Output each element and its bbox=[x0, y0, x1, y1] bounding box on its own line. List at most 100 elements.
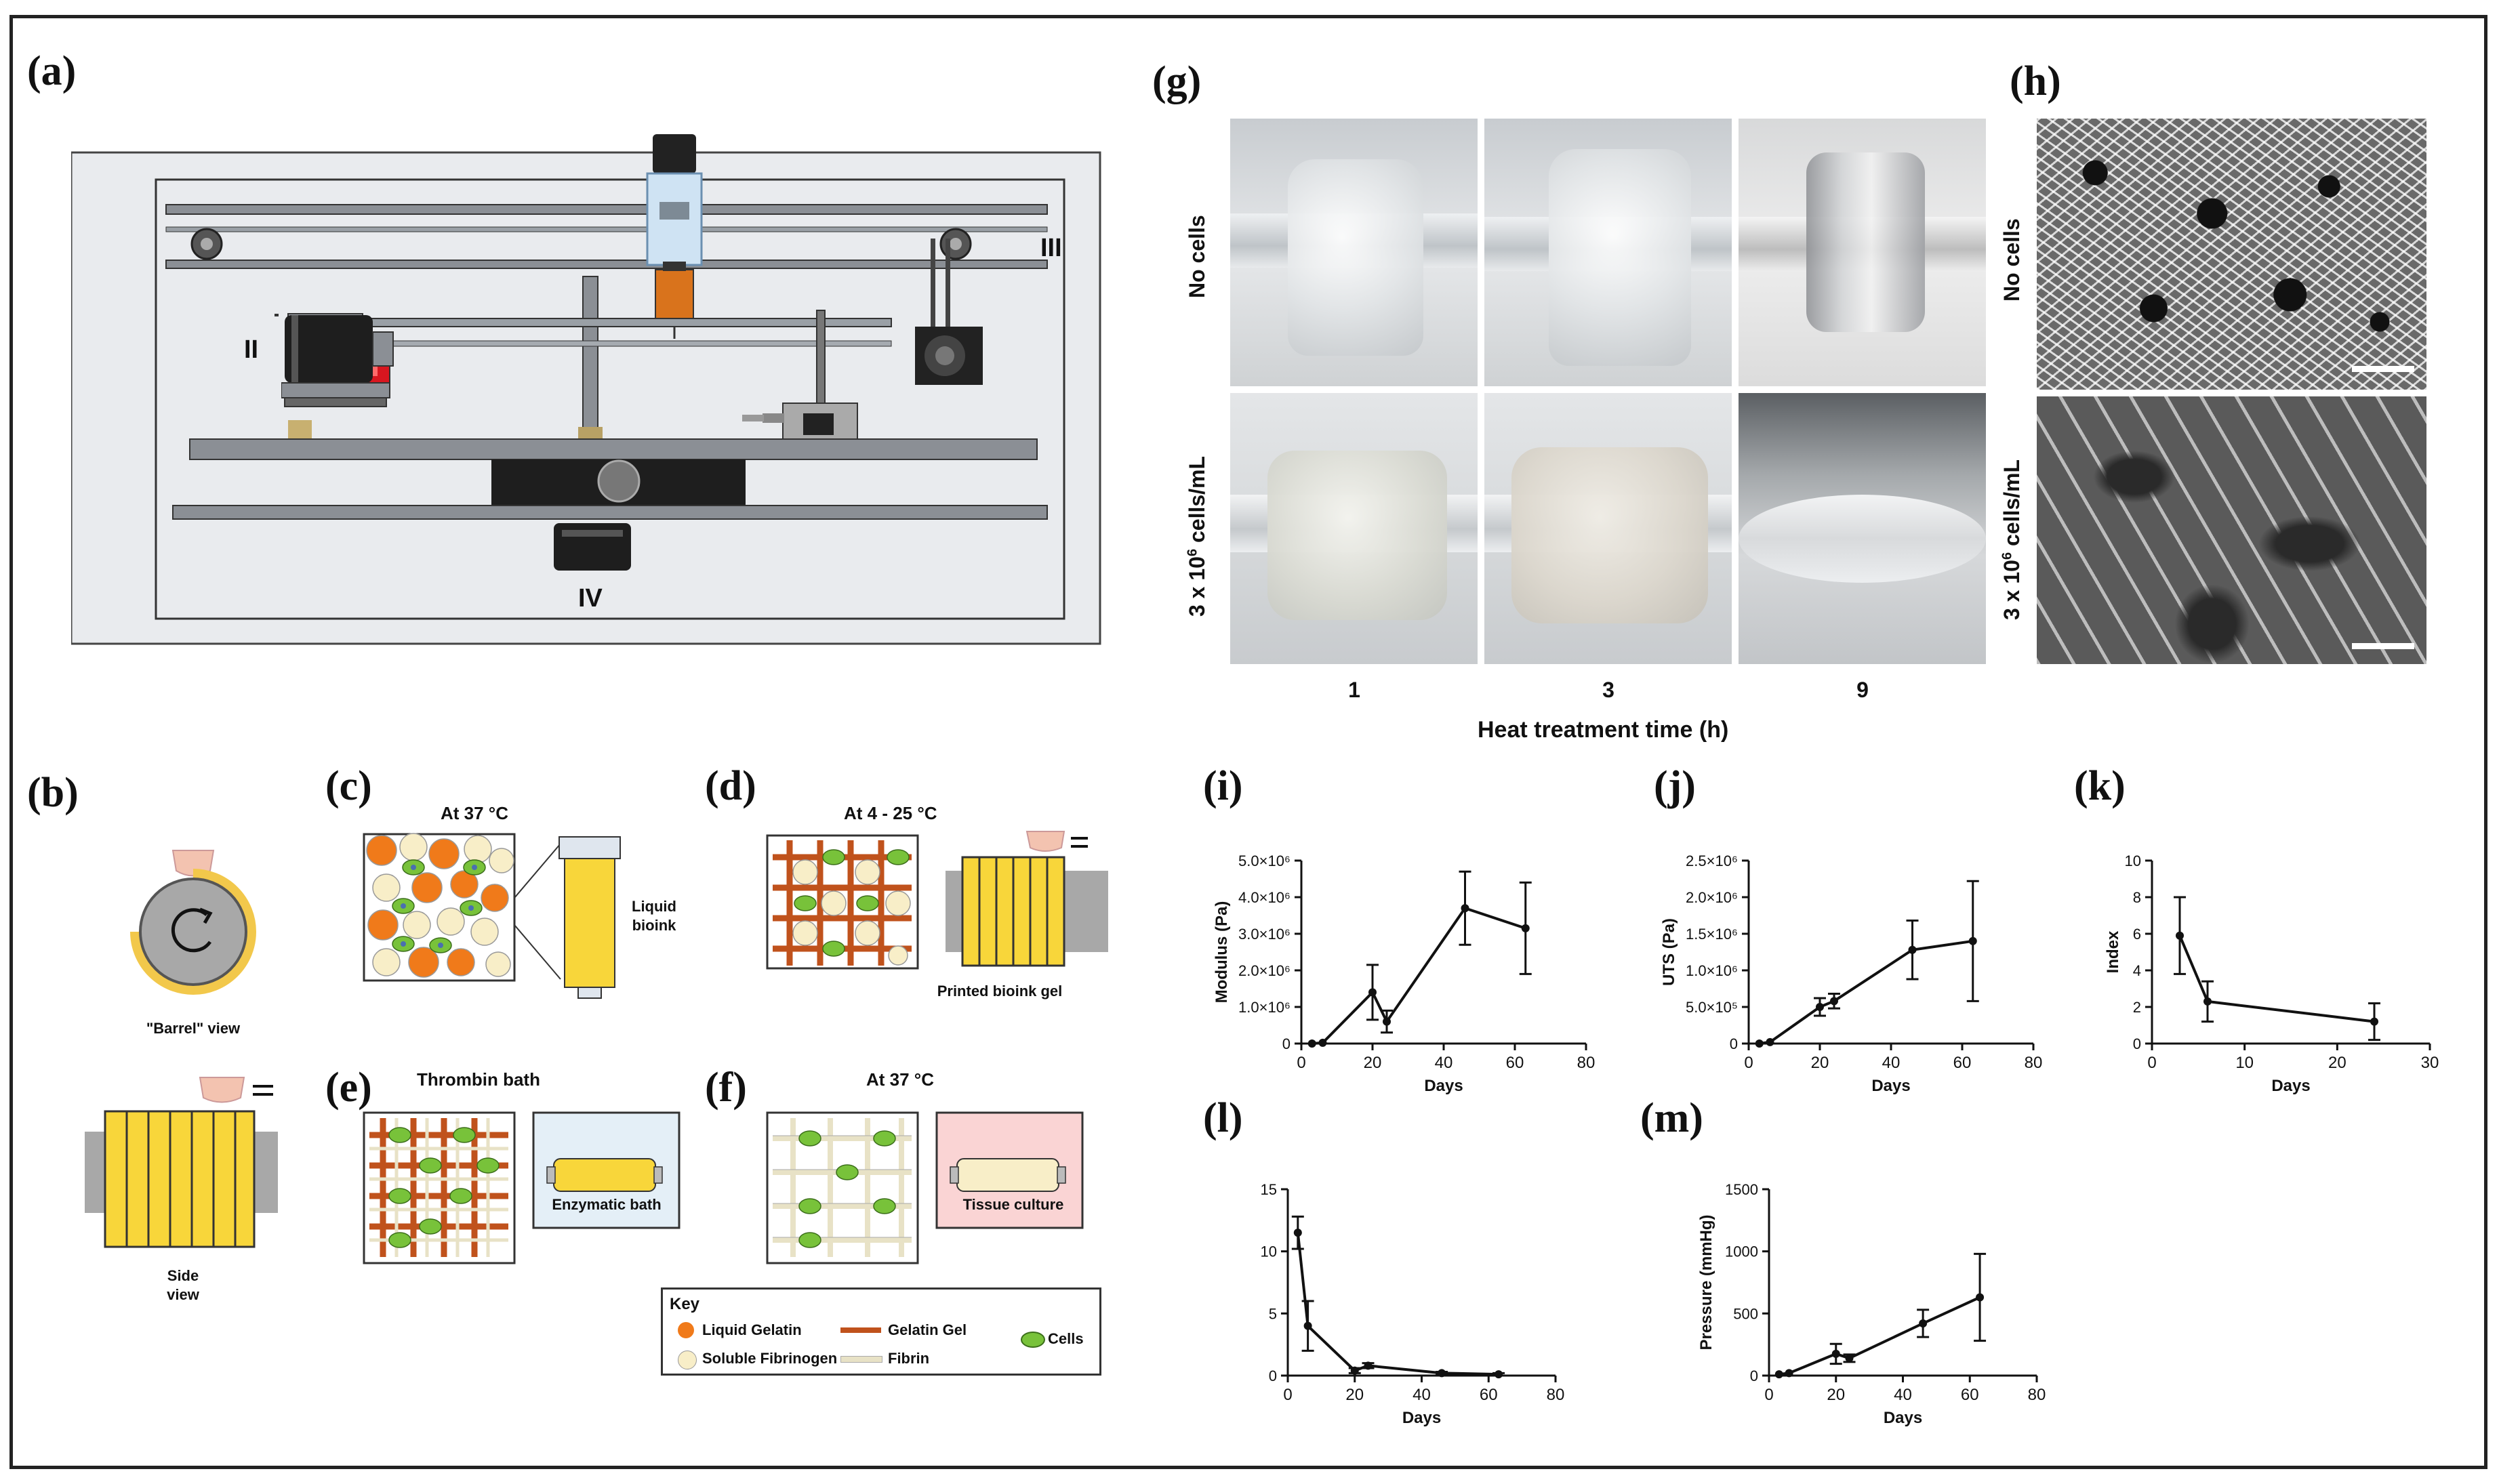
y-tick-label: 1.5×10⁶ bbox=[1686, 926, 1738, 943]
panel-c-caption-2: bioink bbox=[632, 917, 676, 934]
key-swatch-fibrin bbox=[840, 1356, 882, 1363]
panel-f-caption: Tissue culture bbox=[962, 1196, 1064, 1213]
panel-label-g: (g) bbox=[1152, 58, 1202, 104]
photo-cells-9h bbox=[1739, 393, 1986, 664]
side-view-caption-1: Side bbox=[167, 1267, 199, 1284]
thrombin-bath-diagram bbox=[363, 1111, 680, 1264]
data-point bbox=[1318, 1038, 1327, 1047]
data-point bbox=[1350, 1366, 1359, 1375]
sem-image-cells bbox=[2037, 396, 2426, 664]
x-tick-label: 60 bbox=[1506, 1054, 1524, 1072]
data-point bbox=[1461, 904, 1469, 913]
y-tick-label: 0 bbox=[1730, 1035, 1738, 1052]
y-tick-label: 4 bbox=[2133, 962, 2141, 979]
y-tick-label: 5 bbox=[1269, 1305, 1277, 1322]
panel-h-row-no-cells: No cells bbox=[1999, 218, 2024, 302]
y-tick-label: 500 bbox=[1733, 1305, 1758, 1322]
key-cells: Cells bbox=[1048, 1330, 1084, 1347]
key-liquid-gelatin: Liquid Gelatin bbox=[702, 1321, 802, 1338]
data-point bbox=[1293, 1229, 1302, 1237]
panel-g-xlabel: Heat treatment time (h) bbox=[1478, 717, 1729, 743]
y-tick-label: 1.0×10⁶ bbox=[1686, 962, 1738, 979]
series-line bbox=[2178, 934, 2375, 1023]
photo-cells-3h bbox=[1484, 393, 1732, 664]
panel-label-d: (d) bbox=[705, 763, 756, 809]
data-point bbox=[1968, 936, 1977, 945]
panel-g-col-9: 9 bbox=[1856, 678, 1869, 702]
mandrel-motor bbox=[281, 315, 394, 398]
scale-bar bbox=[2352, 643, 2414, 649]
x-tick-label: 40 bbox=[1894, 1386, 1912, 1404]
data-point bbox=[1908, 945, 1917, 954]
x-axis-label: Days bbox=[1884, 1409, 1922, 1427]
x-tick-label: 20 bbox=[1811, 1054, 1829, 1072]
panel-g-row-no-cells: No cells bbox=[1185, 215, 1209, 298]
y-tick-label: 4.0×10⁶ bbox=[1238, 889, 1291, 906]
x-axis-label: Days bbox=[2271, 1077, 2310, 1095]
data-point bbox=[1307, 1039, 1316, 1048]
panel-label-a: (a) bbox=[27, 48, 77, 94]
data-point bbox=[1521, 924, 1530, 932]
panel-label-i: (i) bbox=[1203, 763, 1243, 809]
y-tick-label: 5.0×10⁶ bbox=[1238, 852, 1291, 869]
data-point bbox=[1830, 997, 1838, 1006]
data-point bbox=[1785, 1369, 1793, 1378]
photo-nocells-1h bbox=[1230, 119, 1478, 386]
y-tick-label: 10 bbox=[1261, 1243, 1277, 1260]
liquid-bioink-diagram bbox=[363, 833, 621, 999]
y-tick-label: 5.0×10⁵ bbox=[1686, 999, 1738, 1016]
x-tick-label: 40 bbox=[1882, 1054, 1901, 1072]
y-tick-label: 2.0×10⁶ bbox=[1238, 962, 1291, 979]
y-tick-label: 6 bbox=[2133, 926, 2141, 943]
data-point bbox=[1831, 1349, 1840, 1358]
side-view-caption-2: view bbox=[167, 1286, 199, 1303]
x-tick-label: 10 bbox=[2235, 1054, 2254, 1072]
y-tick-label: 2.5×10⁶ bbox=[1686, 852, 1738, 869]
panel-label-h: (h) bbox=[2010, 58, 2061, 104]
panel-d-caption: Printed bioink gel bbox=[937, 983, 1063, 999]
data-point bbox=[2370, 1017, 2378, 1026]
key-fibrin: Fibrin bbox=[888, 1350, 930, 1367]
data-point bbox=[1364, 1361, 1373, 1370]
y-tick-label: 2.0×10⁶ bbox=[1686, 889, 1738, 906]
left-motor bbox=[275, 314, 279, 316]
label-iv: IV bbox=[578, 584, 603, 613]
panel-f-title: At 37 °C bbox=[866, 1069, 934, 1090]
panel-label-l: (l) bbox=[1203, 1095, 1243, 1141]
barrel-view-caption: "Barrel" view bbox=[146, 1020, 241, 1037]
panel-c-caption-1: Liquid bbox=[632, 898, 676, 915]
x-tick-label: 80 bbox=[2025, 1054, 2043, 1072]
data-point bbox=[2176, 931, 2184, 940]
lower-stage bbox=[172, 438, 1048, 571]
x-tick-label: 20 bbox=[1364, 1054, 1382, 1072]
photo-cells-1h bbox=[1230, 393, 1478, 664]
data-point bbox=[1383, 1017, 1391, 1026]
data-point bbox=[1755, 1039, 1764, 1048]
chart-compliance: 020406080051015DaysCompliance (%/mmHg) bbox=[1261, 1181, 1565, 1427]
data-point bbox=[1816, 1003, 1824, 1011]
y-tick-label: 1.0×10⁶ bbox=[1238, 999, 1291, 1016]
label-ii: II bbox=[244, 335, 259, 364]
x-tick-label: 20 bbox=[1345, 1386, 1364, 1404]
x-axis-label: Days bbox=[1871, 1077, 1910, 1095]
key-soluble-fibrinogen: Soluble Fibrinogen bbox=[702, 1350, 838, 1367]
photo-nocells-9h bbox=[1739, 119, 1986, 386]
y-axis-label: Index bbox=[2104, 930, 2122, 973]
x-tick-label: 0 bbox=[1764, 1386, 1773, 1404]
x-tick-label: 0 bbox=[1283, 1386, 1292, 1404]
x-tick-label: 80 bbox=[2028, 1386, 2046, 1404]
data-point bbox=[1919, 1319, 1928, 1327]
y-tick-label: 1000 bbox=[1725, 1243, 1758, 1260]
panel-label-m: (m) bbox=[1640, 1095, 1703, 1141]
print-head bbox=[646, 134, 703, 339]
data-point bbox=[1368, 988, 1377, 997]
top-rail bbox=[165, 204, 1048, 269]
data-point bbox=[2203, 997, 2212, 1006]
side-view bbox=[85, 1077, 278, 1248]
barrel-view bbox=[130, 850, 256, 995]
printer-schematic bbox=[71, 134, 1101, 645]
panel-d-title: At 4 - 25 °C bbox=[844, 803, 937, 823]
x-tick-label: 80 bbox=[1547, 1386, 1565, 1404]
key-swatch-fibrinogen bbox=[678, 1351, 697, 1369]
y-tick-label: 0 bbox=[1269, 1367, 1277, 1384]
